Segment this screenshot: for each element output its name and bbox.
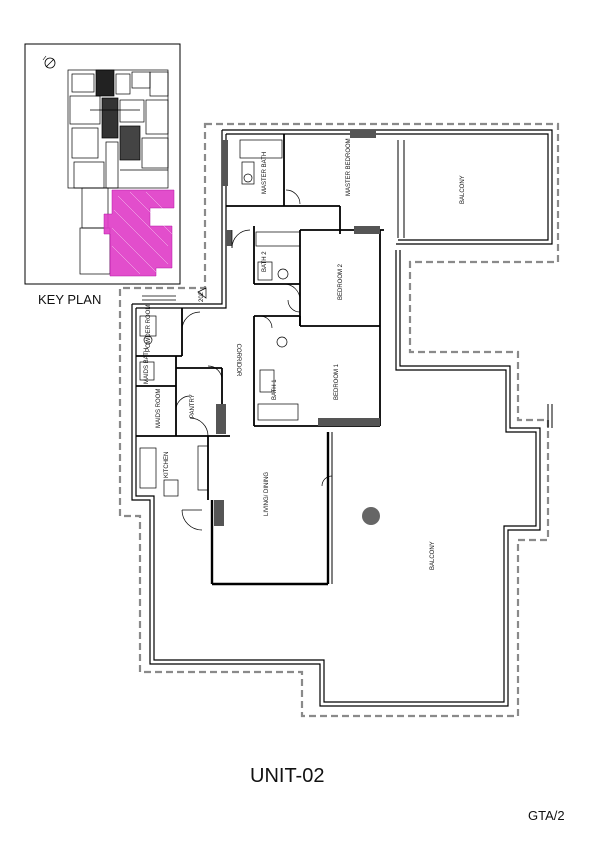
balcony-rails <box>397 140 553 428</box>
unit-title: UNIT-02 <box>250 765 324 787</box>
room-balcony-top: BALCONY <box>460 175 466 204</box>
fixtures <box>139 139 301 497</box>
room-maids-bath: MAIDS BATH <box>144 348 150 384</box>
drawing-code: GTA/2 <box>528 808 565 823</box>
room-master-bath: MASTER BATH <box>262 152 268 194</box>
room-balcony-main: BALCONY <box>430 541 436 570</box>
round-column <box>362 507 380 525</box>
room-corridor: CORRIDOR <box>235 344 241 377</box>
exterior-walls <box>131 129 553 707</box>
room-pantry: PANTRY <box>190 394 196 418</box>
room-living-dining: LIVING/ DINING <box>264 472 270 516</box>
room-bedroom-2: BEDROOM 2 <box>338 263 344 300</box>
room-bath-1: BATH 1 <box>272 379 278 400</box>
room-bath-2: BATH 2 <box>262 251 268 272</box>
door-swings <box>175 189 333 531</box>
key-plan <box>24 43 181 285</box>
unit-boundary-dashed <box>118 122 560 718</box>
room-maids-room: MAIDS ROOM <box>156 389 162 428</box>
room-kitchen: KITCHEN <box>164 452 170 478</box>
key-plan-unit-highlight <box>103 189 175 277</box>
door-tag <box>197 287 207 299</box>
key-plan-frame <box>24 43 181 285</box>
key-plan-label: KEY PLAN <box>38 292 101 307</box>
living-dining-walls <box>210 432 330 586</box>
key-plan-building <box>67 69 169 275</box>
north-arrow-icon <box>42 55 56 69</box>
room-bedroom-1: BEDROOM 1 <box>334 363 340 400</box>
door-mark-label: 202 <box>199 291 205 302</box>
room-master-bedroom: MASTER BEDROOM <box>346 138 352 196</box>
room-powder-room: POWDER ROOM <box>146 305 152 352</box>
structural-columns <box>214 130 380 526</box>
room-labels: MASTER BEDROOM MASTER BATH BALCONY BATH … <box>144 138 466 570</box>
